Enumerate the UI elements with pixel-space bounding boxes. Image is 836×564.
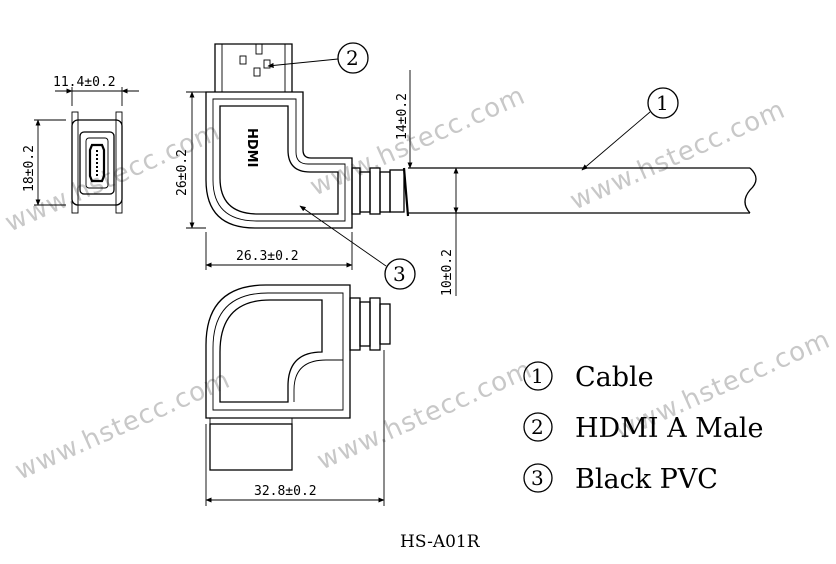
hdmi-logo: HDMI — [244, 128, 259, 167]
legend-number-2: 2 — [531, 415, 544, 439]
front-view: 11.4±0.2 18±0.2 — [22, 75, 139, 214]
watermark: www.hstecc.com — [313, 355, 537, 477]
callouts: 1 2 3 — [267, 42, 679, 290]
top-view: 32.8±0.2 — [205, 284, 391, 506]
legend-label-cable: Cable — [575, 362, 654, 393]
watermark: www.hstecc.com — [11, 365, 235, 487]
legend-number-1: 1 — [531, 364, 544, 388]
dim-height-14: 14±0.2 — [395, 93, 410, 140]
legend-label-hdmi-a-male: HDMI A Male — [575, 413, 764, 444]
dim-width-11-4: 11.4±0.2 — [53, 75, 116, 90]
callout-1: 1 — [656, 91, 669, 115]
dim-width-26-3: 26.3±0.2 — [236, 249, 299, 264]
legend-number-3: 3 — [531, 466, 544, 490]
callout-3: 3 — [393, 262, 406, 286]
dim-width-32-8: 32.8±0.2 — [254, 484, 317, 499]
callout-2: 2 — [346, 46, 359, 70]
dim-height-18: 18±0.2 — [22, 145, 37, 192]
dim-height-26: 26±0.2 — [175, 149, 190, 196]
legend-label-black-pvc: Black PVC — [575, 464, 718, 495]
legend: 1 Cable 2 HDMI A Male 3 Black PVC — [523, 361, 764, 495]
side-view: HDMI 26±0.2 26.3±0.2 14±0.2 10±0.2 — [175, 43, 757, 296]
model-number: HS-A01R — [400, 532, 481, 552]
watermark: www.hstecc.com — [306, 81, 530, 203]
dim-height-10: 10±0.2 — [440, 249, 455, 296]
